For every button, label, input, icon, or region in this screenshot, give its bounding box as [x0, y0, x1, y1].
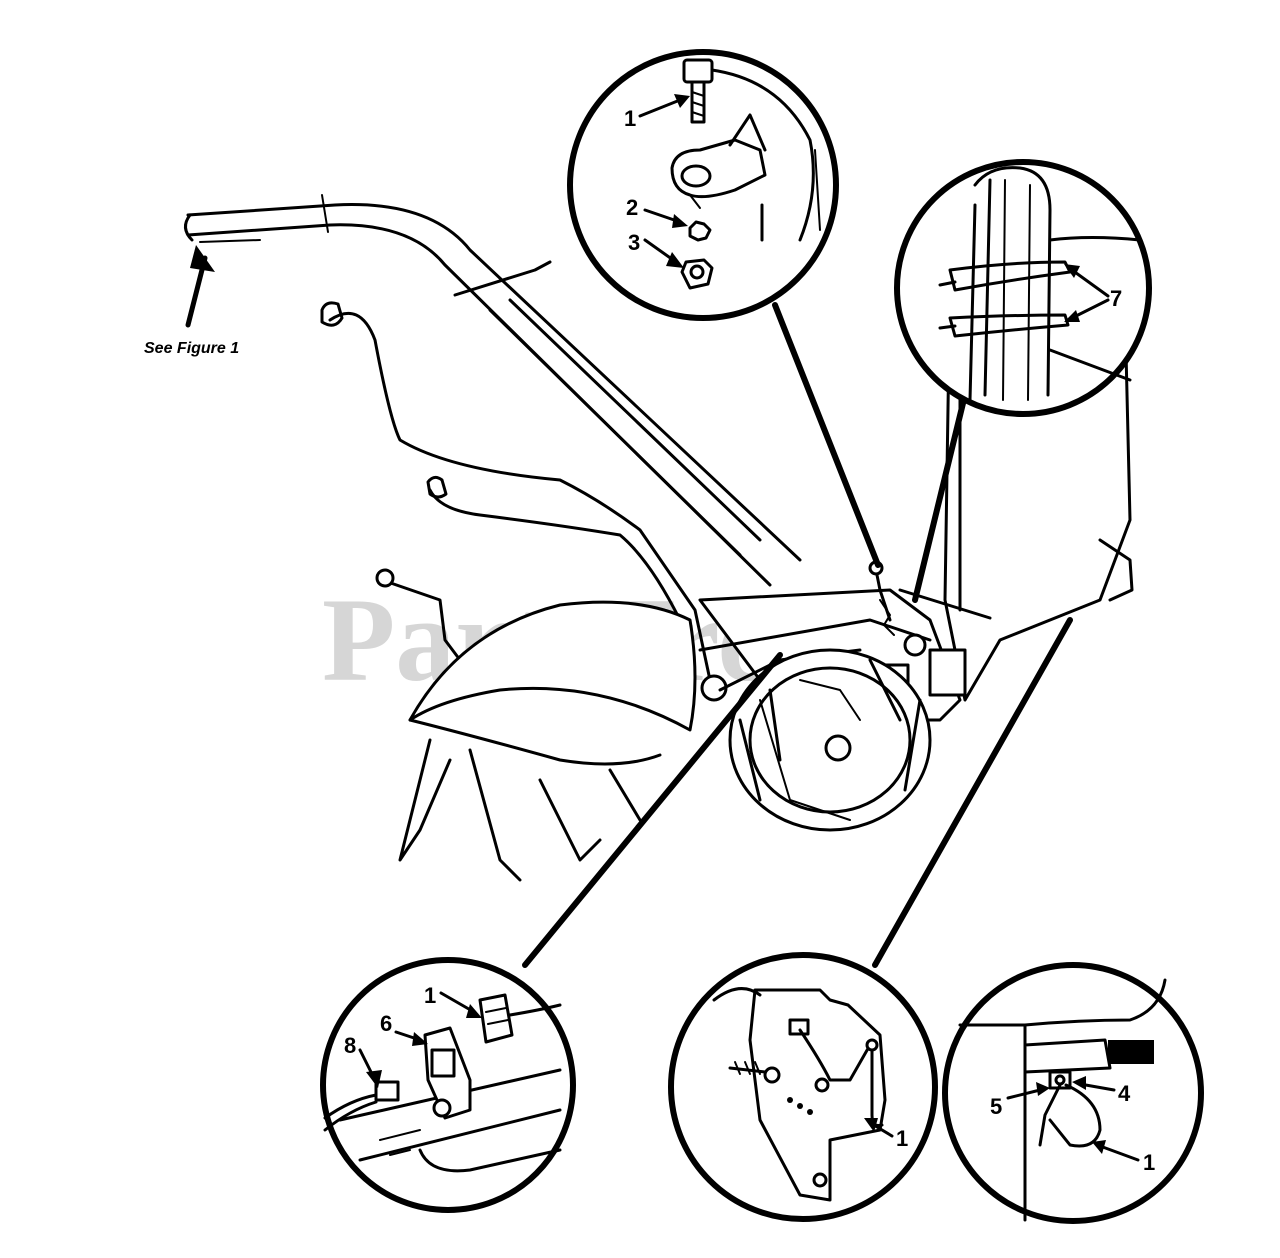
callout-label: 3: [628, 230, 640, 255]
detail-circle-right: [894, 159, 1152, 417]
callout-label: 1: [896, 1126, 908, 1151]
callout-label: 1: [624, 106, 636, 131]
see-figure-arrow: [185, 245, 215, 328]
detail-circle-top: [567, 49, 839, 321]
callout-label: 1: [424, 983, 436, 1008]
callout-label: 8: [344, 1033, 356, 1058]
leader-line-right: [912, 392, 968, 603]
callout-label: 4: [1118, 1081, 1131, 1106]
callout-label: 5: [990, 1094, 1002, 1119]
callout-label: 7: [1110, 286, 1122, 311]
see-figure-caption: See Figure 1: [144, 340, 239, 357]
detail-circle-bottom-right: [942, 962, 1204, 1224]
detail-circle-bottom-left: [320, 957, 576, 1213]
leader-line-top: [772, 302, 881, 568]
callout-label: 2: [626, 195, 638, 220]
leader-line-bottom-middle: [872, 617, 1073, 968]
callout-label: 6: [380, 1011, 392, 1036]
detail-circle-bottom-middle: [668, 952, 938, 1222]
callout-label: 1: [1143, 1150, 1155, 1175]
leader-line-bottom-left: [522, 652, 783, 968]
